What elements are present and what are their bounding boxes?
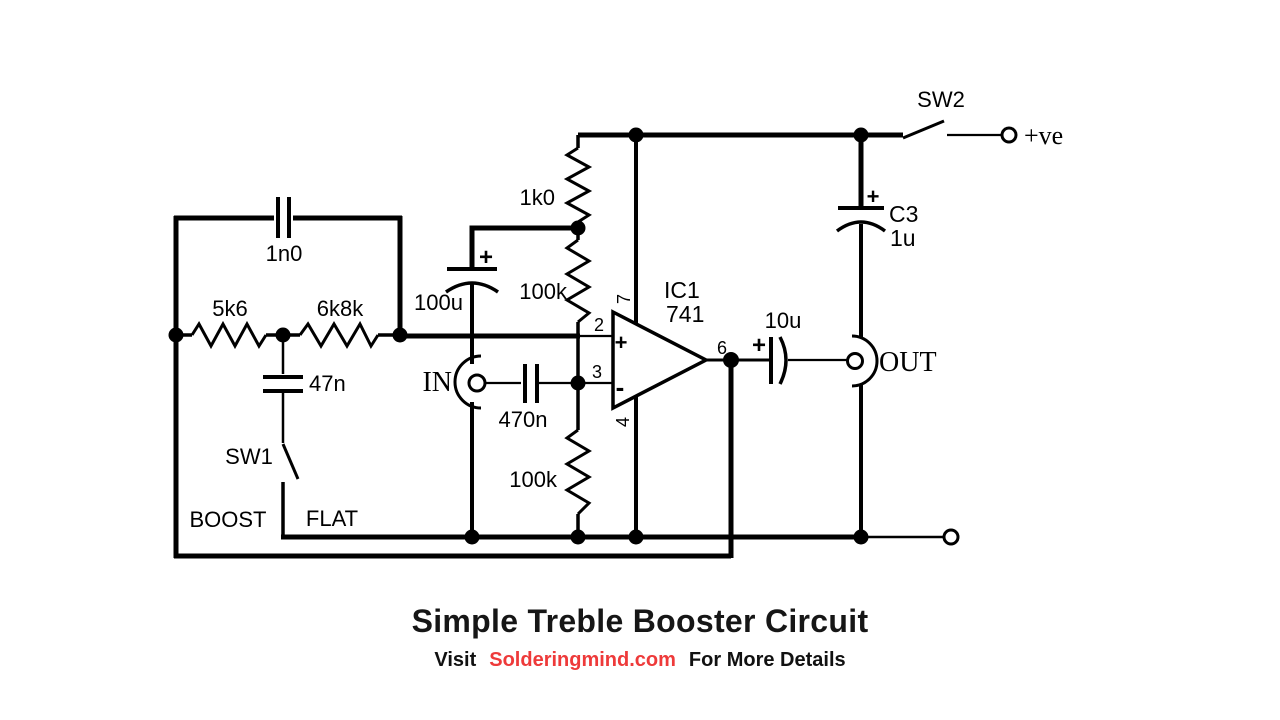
capacitor-10u: + 10u <box>752 308 848 385</box>
junction-dot <box>723 352 739 368</box>
res-6k8k-label: 6k8k <box>317 296 364 321</box>
res-100k-lower-zigzag <box>564 428 592 516</box>
junction-dot <box>275 327 291 343</box>
cap-470n-label: 470n <box>499 407 548 432</box>
cap-10u-plus: + <box>752 332 766 359</box>
junction-dot <box>570 375 586 391</box>
site-link[interactable]: Solderingmind.com <box>489 649 676 671</box>
feedback-loop-wire <box>173 216 734 559</box>
switch-sw2: SW2 +ve <box>902 87 1063 150</box>
res-5k6-label: 5k6 <box>212 296 247 321</box>
out-jack-sleeve-arc <box>851 334 879 388</box>
pin3-label: 3 <box>592 362 602 382</box>
pin7-label: 7 <box>614 294 634 304</box>
caption-block: Simple Treble Booster Circuit Visit Solde… <box>0 603 1280 672</box>
res-100k-upper-zigzag <box>564 238 592 324</box>
junction-dot <box>392 327 408 343</box>
sw1-lever <box>281 443 300 480</box>
res-6k8k-zigzag <box>298 320 380 350</box>
input-jack: IN <box>422 354 487 537</box>
res-5k6-zigzag <box>190 320 268 350</box>
res-1k0-zigzag <box>563 146 593 224</box>
junction-dot <box>464 529 480 545</box>
junction-dots <box>168 127 869 545</box>
resistor-5k6: 5k6 <box>176 296 283 350</box>
c3-plus: + <box>867 184 880 209</box>
details-label: For More Details <box>688 649 846 671</box>
pin4-label: 4 <box>613 417 633 427</box>
sw1-flat-label: FLAT <box>306 506 358 531</box>
resistor-100k-upper: 100k <box>519 228 592 430</box>
c3-curved-plate <box>835 220 887 233</box>
supply-terminal <box>1000 126 1018 144</box>
cap-100u-curved-plate <box>445 281 499 294</box>
cap-47n-label: 47n <box>309 371 346 396</box>
circuit-schematic: 1n0 5k6 6k8k 47n SW1 BOOST FLAT <box>168 87 1063 559</box>
out-jack-label: OUT <box>879 347 937 378</box>
output-jack: OUT <box>846 334 937 537</box>
cap-1n0-label: 1n0 <box>266 241 303 266</box>
ic1-part-label: 741 <box>666 301 704 327</box>
supply-positive-label: +ve <box>1024 121 1063 150</box>
sw1-boost-label: BOOST <box>189 507 266 532</box>
sw2-lever <box>902 119 945 140</box>
res-1k0-label: 1k0 <box>520 185 555 210</box>
capacitor-470n: 470n <box>485 364 578 432</box>
caption-subtitle: Visit Solderingmind.com For More Details <box>0 649 1280 672</box>
cap-100u-plus: + <box>479 244 493 271</box>
junction-dot <box>628 529 644 545</box>
res-100k-lower-label: 100k <box>509 467 558 492</box>
res-100k-upper-label: 100k <box>519 279 568 304</box>
in-jack-label: IN <box>422 367 452 398</box>
resistor-100k-lower: 100k <box>509 428 592 537</box>
capacitor-c3: + C3 1u <box>835 133 918 338</box>
resistor-1k0: 1k0 <box>520 135 593 230</box>
capacitor-1n0: 1n0 <box>174 197 403 335</box>
sw2-label: SW2 <box>917 87 965 112</box>
c3-value-label: 1u <box>890 225 916 251</box>
c3-ref-label: C3 <box>889 201 918 227</box>
junction-dot <box>570 220 586 236</box>
opamp-ic1-741: + - 2 3 7 4 IC1 741 6 <box>592 135 771 537</box>
pin6-label: 6 <box>717 338 727 358</box>
opamp-triangle <box>611 309 710 411</box>
opamp-inverting-mark: - <box>616 372 625 402</box>
pin2-label: 2 <box>594 315 604 335</box>
junction-dot <box>853 127 869 143</box>
junction-dot <box>570 529 586 545</box>
opamp-noninverting-mark: + <box>615 330 628 355</box>
cap-10u-label: 10u <box>765 308 802 333</box>
page-title: Simple Treble Booster Circuit <box>411 603 869 639</box>
cap-10u-curved-plate <box>778 336 788 385</box>
switch-sw1: SW1 BOOST FLAT <box>189 393 358 537</box>
resistor-6k8k: 6k8k <box>283 296 400 350</box>
in-jack-tip-terminal <box>467 373 487 393</box>
ground-terminal <box>942 528 960 546</box>
in-jack-sleeve-arc <box>453 354 482 410</box>
capacitor-47n: 47n <box>263 335 346 396</box>
visit-label: Visit <box>434 649 477 671</box>
cap-100u-top-wire <box>469 225 578 267</box>
junction-dot <box>168 327 184 343</box>
junction-dot <box>628 127 644 143</box>
ic1-ref-label: IC1 <box>664 277 700 303</box>
cap-100u-label: 100u <box>414 290 463 315</box>
junction-dot <box>853 529 869 545</box>
capacitor-100u: + 100u <box>414 225 578 364</box>
sw1-label: SW1 <box>225 444 273 469</box>
out-jack-tip-terminal <box>846 352 864 370</box>
